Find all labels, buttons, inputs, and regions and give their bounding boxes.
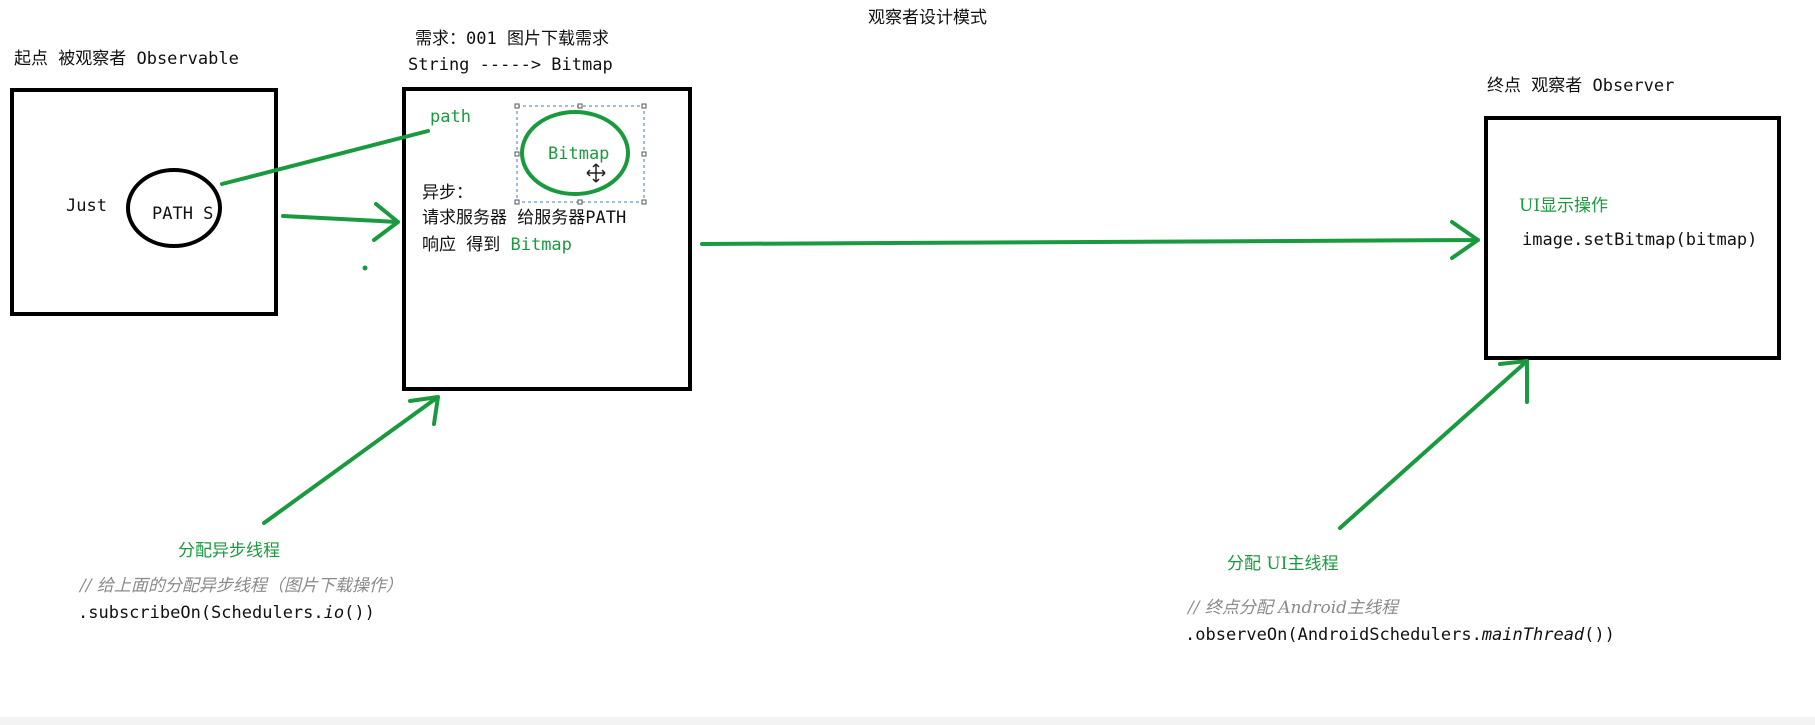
observe-on-prefix: .observeOn(AndroidSchedulers. <box>1185 625 1482 645</box>
ui-operation-text: UI显示操作 <box>1519 196 1609 216</box>
observable-box <box>10 88 278 316</box>
request-line-2: 响应 得到 Bitmap <box>422 237 572 254</box>
observe-on-suffix: ()) <box>1584 625 1615 645</box>
async-label: 异步： <box>422 183 473 203</box>
subscribe-on-code: .subscribeOn(Schedulers.io()) <box>78 605 375 622</box>
bitmap-circle-text: Bitmap <box>548 144 610 164</box>
path-connector-line <box>220 129 430 186</box>
diagram-title: 观察者设计模式 <box>868 8 987 28</box>
set-bitmap-code: image.setBitmap(bitmap) <box>1522 230 1758 250</box>
subscribe-on-suffix: ()) <box>344 603 375 623</box>
request-box <box>402 87 692 391</box>
async-thread-arrow <box>262 395 440 525</box>
observe-on-code: .observeOn(AndroidSchedulers.mainThread(… <box>1185 627 1615 644</box>
request-line-2-bitmap: Bitmap <box>510 235 572 255</box>
just-text: Just <box>66 196 107 216</box>
observer-box <box>1484 116 1781 360</box>
observable-label: 起点 被观察者 Observable <box>14 49 239 69</box>
request-title: 需求：001 图片下载需求 <box>415 29 609 49</box>
request-line-2-prefix: 响应 得到 <box>422 235 511 255</box>
observer-label: 终点 观察者 Observer <box>1487 76 1675 96</box>
bitmap-ellipse <box>520 110 630 196</box>
subscribe-on-prefix: .subscribeOn(Schedulers. <box>78 603 324 623</box>
path-s-circle <box>126 168 222 248</box>
observe-on-method: mainThread <box>1481 625 1585 645</box>
subscribe-on-method: io <box>323 603 345 623</box>
request-subtitle: String -----> Bitmap <box>408 55 613 75</box>
assign-async-thread-label: 分配异步线程 <box>178 541 280 561</box>
assign-ui-thread-label: 分配 UI主线程 <box>1227 554 1339 574</box>
stray-dot <box>362 265 368 271</box>
bottom-strip <box>0 717 1815 725</box>
arrow-to-request-box <box>281 202 400 242</box>
ui-thread-arrow <box>1338 359 1529 530</box>
path-s-text: PATH S <box>152 204 214 224</box>
arrow-to-observer <box>700 220 1480 260</box>
path-text: path <box>430 107 471 127</box>
request-line-1: 请求服务器 给服务器PATH <box>422 208 627 228</box>
observe-comment: // 终点分配 Android主线程 <box>1188 598 1399 618</box>
move-cursor-icon <box>586 163 606 183</box>
subscribe-comment: // 给上面的分配异步线程（图片下载操作） <box>80 576 403 596</box>
selection-frame <box>514 103 647 205</box>
